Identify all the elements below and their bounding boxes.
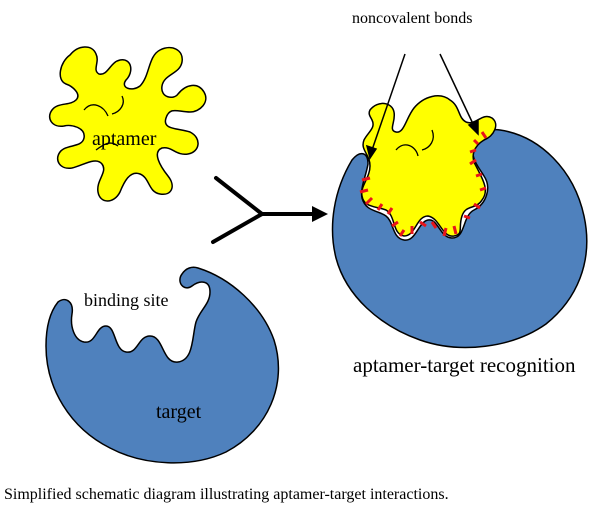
recognition-label: aptamer-target recognition	[353, 353, 576, 377]
complex-aptamer-shape	[361, 95, 497, 237]
merge-arrow	[211, 176, 316, 244]
target-shape	[45, 266, 280, 464]
arrow-head	[312, 206, 328, 222]
noncovalent-bond-stripes	[359, 131, 488, 237]
aptamer-label: aptamer	[92, 128, 157, 150]
figure-caption: Simplified schematic diagram illustratin…	[4, 486, 449, 503]
noncovalent-bonds-label: noncovalent bonds	[352, 10, 472, 27]
complex-aptamer-inner-fold	[395, 129, 434, 157]
bond-pointer-arrows	[365, 53, 479, 160]
aptamer-inner-fold	[83, 95, 124, 151]
target-label: target	[156, 401, 202, 423]
aptamer-shape	[48, 46, 207, 202]
binding-site-label: binding site	[84, 290, 169, 310]
